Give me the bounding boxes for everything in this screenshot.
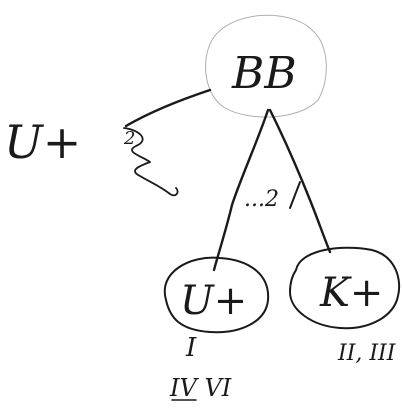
edge-root-to-left-child <box>212 108 270 272</box>
right-child-outline <box>289 246 401 330</box>
root-node-outline <box>205 14 327 118</box>
left-child-label: U+ <box>180 278 247 324</box>
annotation-under-right: II, III <box>337 341 397 366</box>
edge-root-to-right-child <box>268 108 332 254</box>
annotation-under-left-1: I <box>185 333 197 363</box>
left-external-label: U+ <box>4 115 81 169</box>
scribble-mark <box>123 127 179 197</box>
edge-root-to-left-external <box>124 88 212 128</box>
scribble-label: 2 <box>123 128 135 149</box>
right-child-label: K+ <box>319 270 383 316</box>
edge-label-slash <box>289 181 301 209</box>
left-child-outline <box>163 256 270 334</box>
root-node-label: BB <box>231 48 297 99</box>
annotation-under-left-2: IV VI <box>169 374 232 402</box>
edge-label-between-children: ...2 <box>244 187 279 212</box>
